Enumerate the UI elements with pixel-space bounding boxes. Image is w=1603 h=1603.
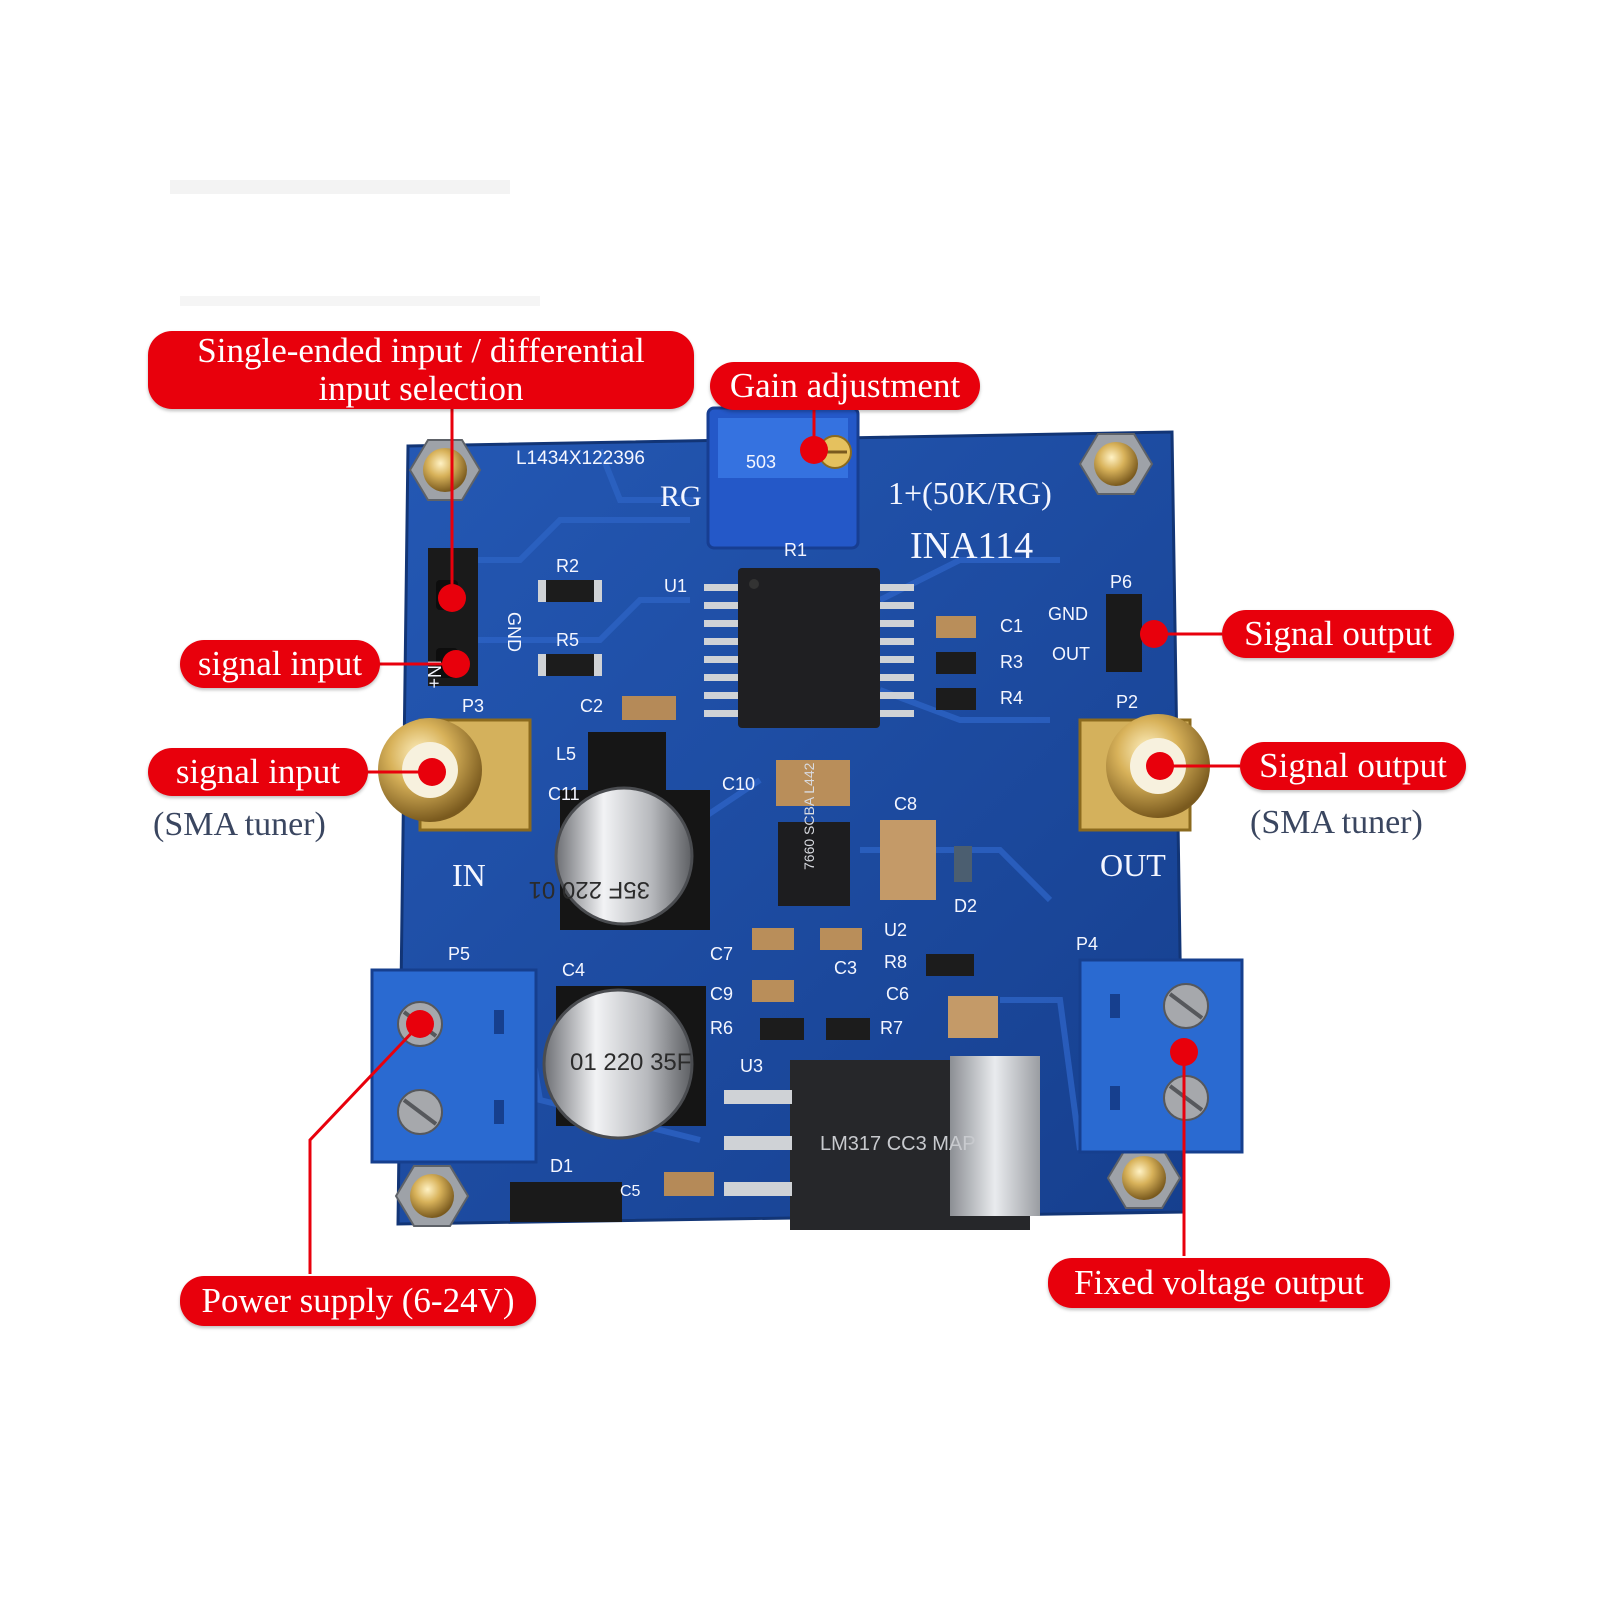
p5-label: P5 (448, 944, 470, 964)
c7-label: C7 (710, 944, 733, 964)
rg-label: RG (660, 480, 702, 513)
r5-label: R5 (556, 630, 579, 650)
callout-input-selection: Single-ended input / differential input … (148, 331, 694, 409)
out-label: OUT (1100, 847, 1166, 883)
signal-input-sma-subtitle: (SMA tuner) (153, 806, 326, 843)
c5-label: C5 (620, 1183, 641, 1200)
r8-label: R8 (884, 952, 907, 972)
callout-gain-adjustment: Gain adjustment (710, 362, 980, 410)
in-plus-label: IN+ (424, 660, 444, 689)
d2-label: D2 (954, 896, 977, 916)
gain-formula: 1+(50K/RG) (888, 475, 1052, 511)
chip-pins (704, 584, 914, 717)
callout-signal-output-sma: Signal output (1240, 742, 1466, 790)
screw-terminal-p4 (1078, 958, 1244, 1154)
gain-potentiometer (706, 406, 860, 550)
c11-label: C11 (548, 784, 580, 804)
electrolytic-capacitor-c4 (542, 986, 706, 1140)
callout-input-selection-line1: Single-ended input / differential (197, 331, 645, 370)
out-pin-label: OUT (1052, 644, 1090, 664)
d1-label: D1 (550, 1156, 573, 1176)
callout-signal-input-sma: signal input (148, 748, 368, 796)
chip-name-silk: INA114 (910, 525, 1033, 567)
u1-label: U1 (664, 576, 687, 596)
sma-connector-out (1078, 714, 1210, 832)
regulator-marking: LM317 CC3 MAP (820, 1133, 976, 1155)
c3-label: C3 (834, 958, 857, 978)
c6-label: C6 (886, 984, 909, 1004)
signal-output-sma-subtitle: (SMA tuner) (1250, 804, 1423, 841)
p3-label: P3 (462, 696, 484, 716)
c8-label: C8 (894, 794, 917, 814)
electrolytic-capacitor-c11 (554, 786, 710, 930)
leader-lines (308, 396, 1240, 1274)
background-smudge (170, 180, 510, 194)
mount-stud-br (1106, 1147, 1182, 1209)
pot-code: 503 (746, 452, 776, 472)
icl-marking: 7660 SCBA L442 (801, 762, 817, 870)
c2-label: C2 (580, 696, 603, 716)
r6-label: R6 (710, 1018, 733, 1038)
voltage-regulator-u3 (724, 1056, 1040, 1230)
r3-label: R3 (1000, 652, 1023, 672)
callout-signal-output-pins: Signal output (1222, 610, 1454, 658)
r2-label: R2 (556, 556, 579, 576)
r1-label: R1 (784, 540, 807, 560)
u3-label: U3 (740, 1056, 763, 1076)
gnd-right-label: GND (1048, 604, 1088, 624)
l5-label: L5 (556, 744, 576, 764)
r4-label: R4 (1000, 688, 1023, 708)
p2-label: P2 (1116, 692, 1138, 712)
c1-label: C1 (1000, 616, 1023, 636)
mount-stud-tr (1078, 433, 1154, 495)
p4-label: P4 (1076, 934, 1098, 954)
r7-label: R7 (880, 1018, 903, 1038)
in-label: IN (452, 857, 486, 893)
mount-stud-tl (408, 439, 482, 501)
p6-label: P6 (1110, 572, 1132, 592)
cap-lower-marking: 01 220 35F (570, 1049, 691, 1076)
cap-upper-marking: 35F 220 01 (529, 876, 650, 903)
callout-power-supply: Power supply (6-24V) (180, 1276, 536, 1326)
board-serial: L1434X122396 (516, 448, 645, 469)
ina114-chip (738, 568, 880, 728)
gnd-left-label: GND (504, 612, 524, 652)
callout-signal-input-pins: signal input (180, 640, 380, 688)
mount-stud-bl (394, 1165, 470, 1227)
c9-label: C9 (710, 984, 733, 1004)
sma-connector-in (378, 718, 532, 832)
callout-input-selection-line2: input selection (318, 369, 524, 408)
c10-label: C10 (722, 774, 755, 794)
callout-fixed-voltage-output: Fixed voltage output (1048, 1258, 1390, 1308)
leader-dots (406, 436, 1198, 1066)
background-smudge (180, 296, 540, 306)
u2-label: U2 (884, 920, 907, 940)
screw-terminal-p5 (370, 968, 538, 1164)
c4-label: C4 (562, 960, 585, 980)
